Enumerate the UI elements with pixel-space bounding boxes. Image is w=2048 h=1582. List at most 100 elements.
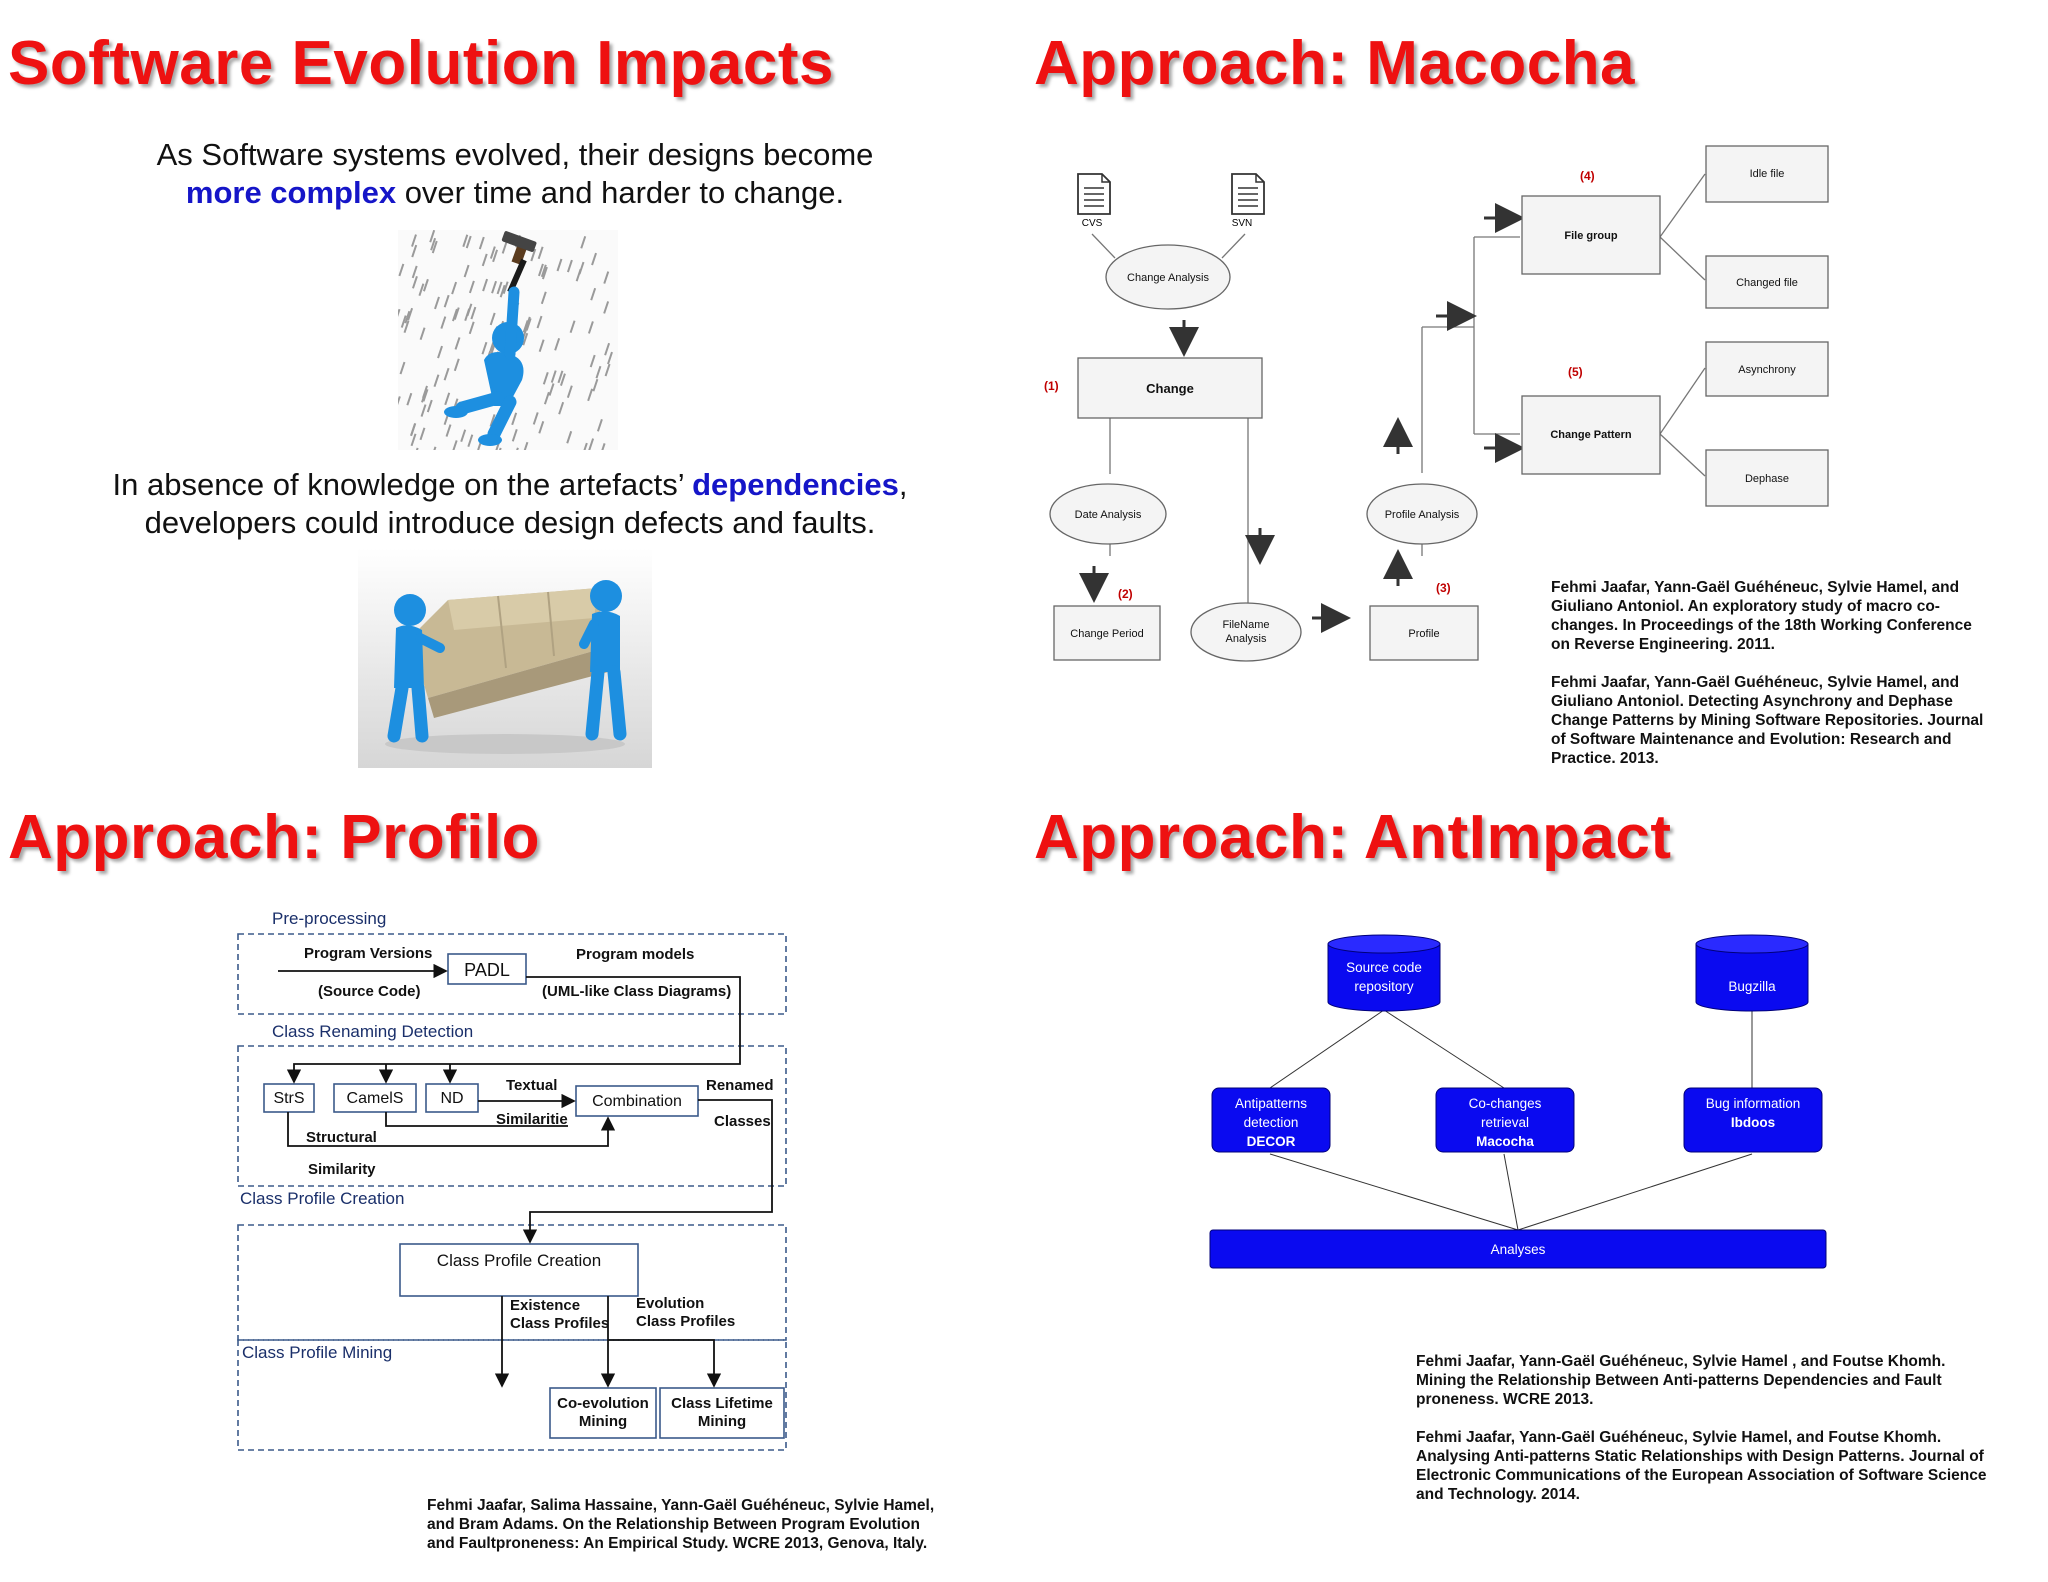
macocha-citations: Fehmi Jaafar, Yann-Gaël Guéhéneuc, Sylvi…: [1551, 578, 1983, 787]
nail-mark: [460, 429, 467, 443]
nail-mark: [420, 404, 427, 417]
nail-mark: [591, 252, 597, 266]
changed-file-label: Changed file: [1736, 277, 1798, 289]
nail-mark: [603, 301, 610, 314]
nail-mark: [540, 291, 547, 305]
cvs-doc-icon: [1077, 173, 1111, 215]
nail-mark: [607, 351, 613, 365]
blue-figure-with-hammer: [444, 231, 537, 446]
nail-mark: [588, 438, 595, 450]
nail-mark: [443, 367, 450, 381]
intro-paragraph: As Software systems evolved, their desig…: [100, 136, 930, 212]
nail-mark: [411, 265, 418, 279]
strs-label: StrS: [273, 1090, 304, 1107]
similaritie-label: Similaritie: [496, 1111, 568, 1128]
macocha-citation-2: Fehmi Jaafar, Yann-Gaël Guéhéneuc, Sylvi…: [1551, 674, 1984, 767]
deps-line2: developers could introduce design defect…: [144, 505, 876, 540]
nail-mark: [489, 414, 496, 427]
nail-mark: [410, 423, 416, 437]
intro-line2: over time and harder to change.: [396, 175, 845, 210]
nail-mark: [452, 440, 458, 450]
nail-mark: [431, 240, 438, 254]
nail-mark: [489, 246, 496, 259]
nail-mark: [592, 378, 599, 392]
nail-mark: [560, 373, 566, 386]
hammer-nails-illustration: [398, 230, 618, 450]
change-label: Change: [1146, 381, 1194, 396]
nail-mark: [523, 441, 529, 450]
repo-label-2: repository: [1354, 979, 1414, 994]
svn-doc-icon: [1231, 173, 1265, 215]
nail-mark: [548, 383, 555, 396]
antipatterns-label-2: detection: [1244, 1115, 1299, 1130]
nail-mark: [451, 281, 458, 295]
section-class-profile-mining: Class Profile Mining: [242, 1343, 392, 1362]
nail-mark: [557, 370, 564, 384]
nail-mark: [430, 237, 437, 251]
nail-mark: [511, 412, 518, 426]
cochanges-label-3: Macocha: [1476, 1134, 1534, 1149]
nail-mark: [550, 370, 557, 383]
nail-mark: [538, 339, 545, 353]
slide-title-antimpact: Approach: AntImpact: [1034, 803, 1672, 872]
dephase-label: Dephase: [1745, 473, 1789, 485]
nail-mark: [468, 321, 475, 335]
nail-mark: [537, 263, 544, 277]
marker-1: (1): [1044, 379, 1059, 393]
nail-mark: [538, 420, 545, 434]
nail-mark: [566, 430, 573, 444]
nail-mark: [536, 315, 543, 329]
nail-mark: [537, 246, 544, 260]
right-blue-figure: [579, 580, 627, 741]
nail-mark: [418, 283, 425, 296]
renamed-label: Renamed: [706, 1077, 774, 1094]
nail-mark: [499, 284, 506, 298]
padl-label: PADL: [464, 960, 510, 980]
nail-mark: [481, 253, 488, 267]
nail-mark: [433, 446, 437, 450]
marker-4: (4): [1580, 169, 1595, 183]
nail-mark: [466, 303, 473, 317]
antipatterns-label-3: DECOR: [1247, 1134, 1296, 1149]
evolution-label-2: Class Profiles: [636, 1313, 735, 1330]
buginfo-label-1: Bug information: [1706, 1096, 1801, 1111]
nail-mark: [411, 234, 417, 247]
cvs-label: CVS: [1082, 218, 1103, 229]
nd-label: ND: [440, 1090, 463, 1107]
nail-mark: [566, 385, 573, 399]
nail-mark: [502, 281, 509, 295]
nail-mark: [429, 230, 436, 243]
nail-mark: [453, 307, 460, 320]
svn-label: SVN: [1232, 218, 1253, 229]
program-versions-label: Program Versions: [304, 945, 432, 962]
antimpact-citations: Fehmi Jaafar, Yann-Gaël Guéhéneuc, Sylvi…: [1416, 1352, 1986, 1523]
class-profile-creation-box-label: Class Profile Creation: [437, 1251, 601, 1270]
nail-mark: [440, 316, 447, 329]
deps-comma: ,: [898, 467, 908, 502]
nail-mark: [496, 281, 503, 295]
filename-analysis-label-2: Analysis: [1226, 633, 1267, 645]
nail-mark: [543, 391, 550, 405]
nail-mark: [498, 447, 502, 450]
nail-mark: [516, 447, 519, 450]
program-models-label: Program models: [576, 946, 694, 963]
slide-title-profilo: Approach: Profilo: [8, 803, 541, 872]
nail-mark: [411, 244, 418, 258]
nail-mark: [422, 385, 428, 399]
section-class-renaming: Class Renaming Detection: [272, 1022, 473, 1041]
nail-mark: [596, 418, 603, 432]
nail-mark: [575, 268, 582, 282]
nail-mark: [444, 392, 451, 406]
nail-mark: [530, 248, 537, 262]
change-pattern-label: Change Pattern: [1550, 429, 1632, 441]
nail-mark: [540, 264, 547, 278]
nail-mark: [541, 266, 548, 280]
nail-mark: [426, 399, 433, 413]
nail-mark: [587, 321, 594, 334]
nail-mark: [465, 235, 472, 249]
lifetime-label-2: Mining: [698, 1413, 746, 1430]
source-code-label: (Source Code): [318, 983, 421, 1000]
nail-mark: [589, 354, 596, 368]
nail-mark: [404, 310, 411, 324]
nail-mark: [566, 259, 573, 273]
